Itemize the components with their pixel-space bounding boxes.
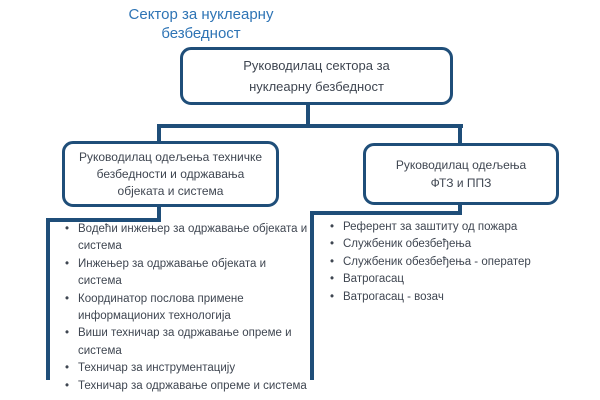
connector-right-branch-drop — [458, 124, 462, 145]
connector-right-bracket-top — [310, 211, 462, 215]
role-list-item: Ватрогасац — [329, 271, 559, 289]
root-node-box: Руководилац сектора за нуклеарну безбедн… — [180, 47, 453, 105]
role-list-item: Службеник обезбеђења — [329, 236, 559, 254]
role-list-item: Инжењер за одржавање објеката и система — [64, 256, 308, 291]
branch-node-label-ftz-ppz: Руководилац одељења ФТЗ и ППЗ — [395, 158, 527, 190]
role-list-item: Водећи инжењер за одржавање објеката и с… — [64, 221, 308, 256]
role-list-item: Техничар за инструментацију — [64, 360, 308, 378]
role-list-ftz-ppz: Референт за заштиту од пожара Службеник … — [329, 219, 559, 306]
role-list-item: Координатор послова примене информациони… — [64, 291, 308, 326]
connector-horizontal — [157, 124, 463, 128]
role-list-item: Виши техничар за одржавање опреме и сист… — [64, 325, 308, 360]
connector-left-branch-drop — [157, 124, 161, 143]
connector-root-drop — [306, 104, 310, 126]
chart-title: Сектор за нуклеарну безбедност — [128, 6, 274, 42]
role-list-technical: Водећи инжењер за одржавање објеката и с… — [64, 221, 308, 395]
branch-node-box-ftz-ppz: Руководилац одељења ФТЗ и ППЗ — [363, 143, 559, 205]
connector-left-list-drop — [157, 205, 161, 220]
connector-right-list-drop — [458, 203, 462, 214]
role-list-item: Техничар за одржавање опреме и система — [64, 378, 308, 396]
root-node-label: Руководилац сектора за нуклеарну безбедн… — [243, 58, 390, 94]
role-list-item: Референт за заштиту од пожара — [329, 219, 559, 237]
branch-node-box-technical: Руководилац одељења техничке безбедности… — [62, 141, 279, 207]
role-list-item: Службеник обезбеђења - оператер — [329, 254, 559, 272]
branch-node-label-technical: Руководилац одељења техничке безбедности… — [78, 149, 263, 198]
connector-left-bracket-side — [46, 218, 50, 380]
connector-right-bracket-side — [310, 211, 314, 380]
connector-left-bracket-top — [46, 218, 161, 222]
role-list-item: Ватрогасац - возач — [329, 289, 559, 307]
